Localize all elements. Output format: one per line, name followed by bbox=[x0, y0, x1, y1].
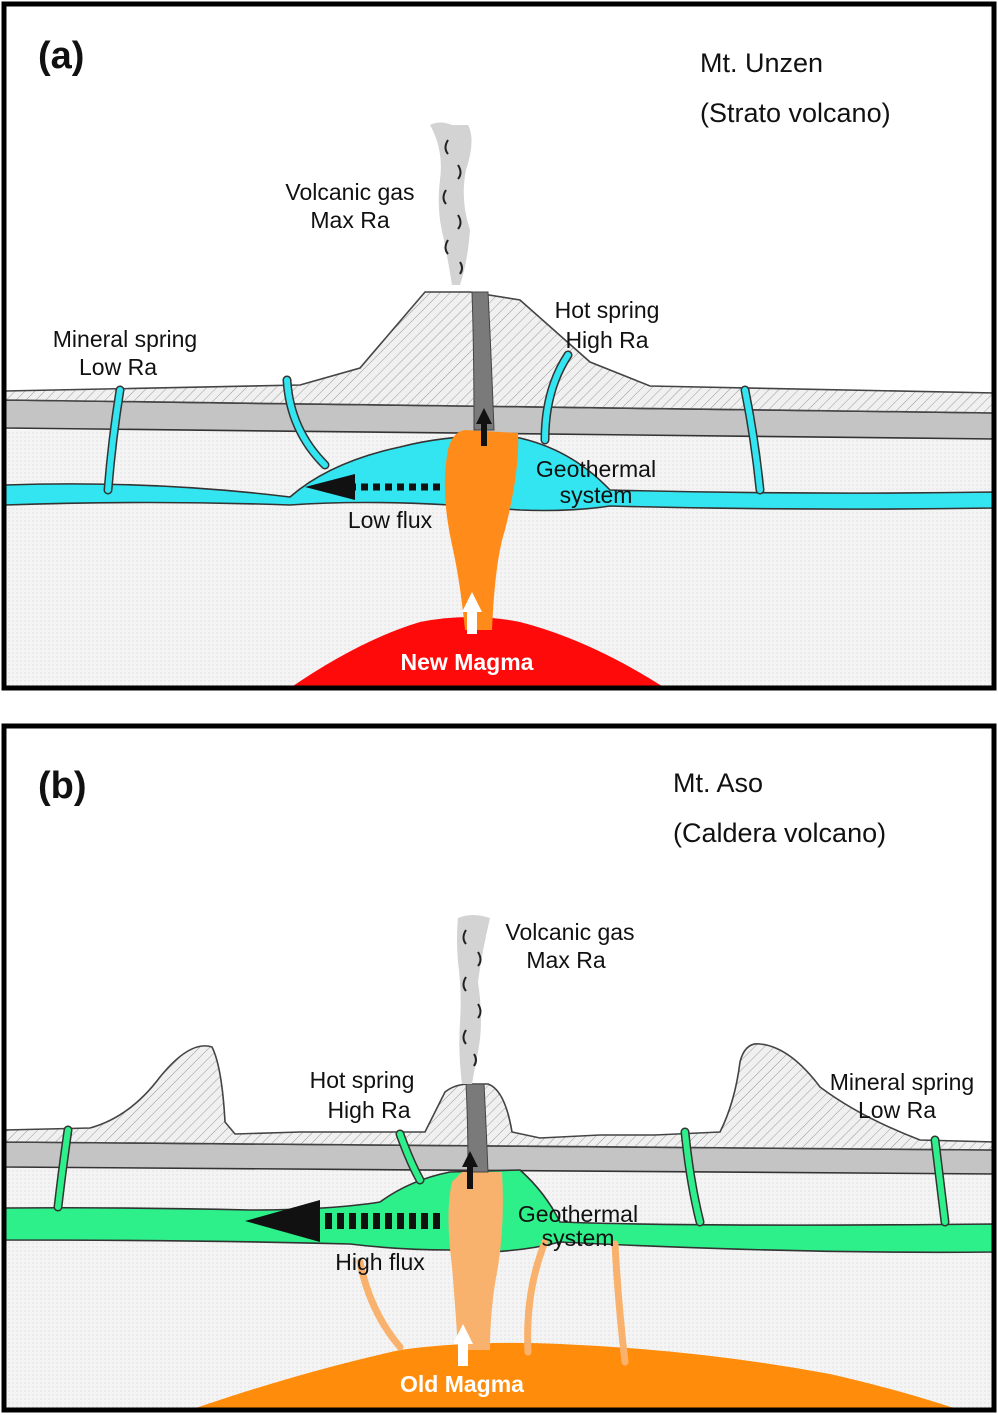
volcano-type: (Caldera volcano) bbox=[673, 818, 886, 848]
low-flux-arrowhead bbox=[305, 474, 355, 500]
volcano-name: Mt. Aso bbox=[673, 768, 763, 798]
hot-spring-channel bbox=[397, 1131, 423, 1183]
geothermal-label-1: Geothermal bbox=[518, 1201, 638, 1227]
panel-tag: (b) bbox=[38, 765, 87, 807]
high-flux-arrowhead bbox=[245, 1200, 320, 1242]
panel-frame bbox=[1, 1, 997, 691]
volcano-name: Mt. Unzen bbox=[700, 48, 823, 78]
old-magma-body bbox=[190, 1342, 960, 1410]
hot-spring-label-1: Hot spring bbox=[555, 297, 660, 323]
geothermal-label-1: Geothermal bbox=[536, 456, 656, 482]
gas-plume-swirls bbox=[462, 929, 482, 1067]
magma-up-arrow bbox=[453, 1324, 473, 1366]
mineral-spring-channel bbox=[932, 1137, 948, 1225]
panel-b-aso: (b) Mt. Aso (Caldera volcano) Volcanic g… bbox=[0, 722, 998, 1415]
gas-plume-swirls bbox=[442, 139, 463, 275]
panel-b-diagram: (b) Mt. Aso (Caldera volcano) Volcanic g… bbox=[1, 723, 997, 1413]
spring-channel-mid bbox=[682, 1129, 703, 1225]
mineral-spring-label-2: Low Ra bbox=[858, 1097, 936, 1123]
gas-label-1: Volcanic gas bbox=[285, 179, 414, 205]
magma-up-arrow bbox=[462, 592, 482, 634]
hot-spring-label-1: Hot spring bbox=[310, 1067, 415, 1093]
mineral-spring-label-2: Low Ra bbox=[79, 354, 157, 380]
gas-label-2: Max Ra bbox=[526, 947, 605, 973]
geothermal-label-2: system bbox=[560, 482, 633, 508]
new-magma-body bbox=[290, 617, 665, 688]
hot-spring-label-2: High Ra bbox=[565, 327, 648, 353]
volcanic-vent bbox=[471, 291, 495, 431]
panel-tag: (a) bbox=[38, 35, 84, 77]
conduit-up-arrow bbox=[476, 408, 492, 446]
magma-conduit bbox=[444, 430, 519, 630]
old-magma-conduits bbox=[356, 1238, 629, 1366]
panel-a-diagram: (a) Mt. Unzen (Strato volcano) Volcanic … bbox=[1, 1, 997, 691]
hot-spring-channel bbox=[542, 352, 571, 443]
volcano-type: (Strato volcano) bbox=[700, 98, 891, 128]
mineral-spring-channel bbox=[105, 387, 123, 493]
magma-label: Old Magma bbox=[400, 1371, 524, 1397]
panel-a-unzen: (a) Mt. Unzen (Strato volcano) Volcanic … bbox=[0, 0, 998, 693]
spring-channel-right bbox=[742, 387, 763, 493]
volcanic-vent bbox=[465, 1083, 489, 1173]
gas-plume bbox=[457, 915, 490, 1084]
panel-frame bbox=[1, 723, 997, 1413]
spring-channel-left bbox=[55, 1127, 71, 1210]
geothermal-label-2: system bbox=[542, 1225, 615, 1251]
magma-label: New Magma bbox=[401, 649, 534, 675]
gas-label-2: Max Ra bbox=[310, 207, 389, 233]
flux-label: High flux bbox=[335, 1249, 425, 1275]
gas-label-1: Volcanic gas bbox=[505, 919, 634, 945]
flux-label: Low flux bbox=[348, 507, 433, 533]
conduit-up-arrow bbox=[462, 1151, 478, 1189]
gas-plume bbox=[430, 122, 472, 285]
strato-volcano-edifice bbox=[4, 291, 996, 414]
mineral-spring-label-1: Mineral spring bbox=[830, 1069, 974, 1095]
spring-channel bbox=[284, 377, 328, 468]
magma-conduit bbox=[448, 1172, 503, 1350]
mineral-spring-label-1: Mineral spring bbox=[53, 326, 197, 352]
caldera-rims bbox=[4, 1043, 996, 1151]
hot-spring-label-2: High Ra bbox=[327, 1097, 410, 1123]
